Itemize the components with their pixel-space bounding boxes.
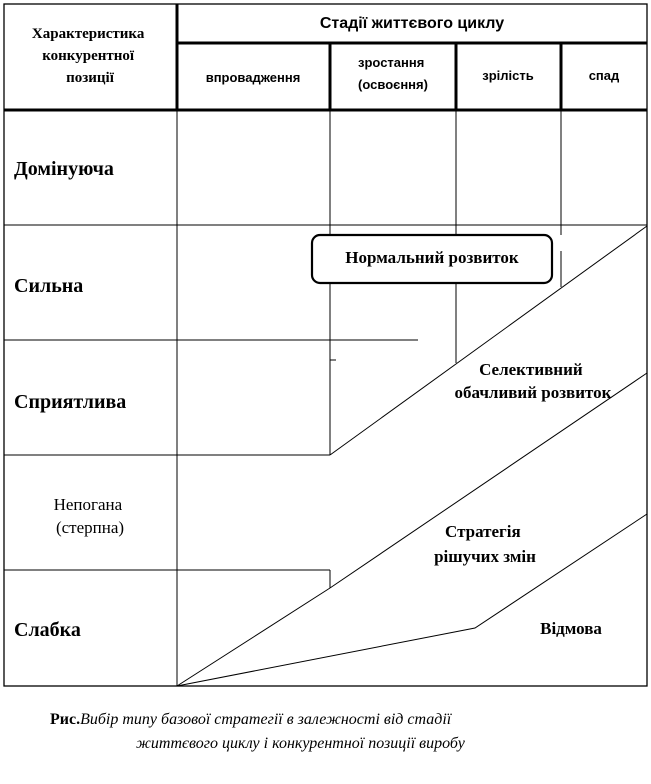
refusal-label: Відмова bbox=[540, 619, 602, 638]
stage-label-growth-line-2: (освоєння) bbox=[358, 77, 428, 92]
selective-region-edge bbox=[329, 359, 336, 455]
position-label-tenable-line-1: Непогана bbox=[54, 495, 123, 514]
stage-label-decline: спад bbox=[589, 68, 620, 83]
normal-selective-boundary bbox=[329, 225, 648, 456]
decisive-changes-line-2: рішучих змін bbox=[434, 547, 536, 566]
selective-development-label: Селективний обачливий розвиток bbox=[455, 360, 612, 402]
decisive-changes-line-1: Стратегія bbox=[445, 522, 521, 541]
stage-label-growth-line-1: зростання bbox=[358, 55, 424, 70]
position-label-strong: Сильна bbox=[14, 275, 83, 297]
region-boundaries bbox=[176, 225, 648, 687]
position-label-tenable: Непогана (стерпна) bbox=[54, 495, 127, 537]
position-label-dominant: Домінуюча bbox=[14, 158, 114, 180]
row-header-title: Характеристика конкурентної позиції bbox=[32, 26, 148, 86]
normal-development-label: Нормальний розвиток bbox=[345, 248, 519, 267]
decisive-refusal-boundary bbox=[176, 513, 648, 687]
caption-text-1: Вибір типу базової стратегії в залежност… bbox=[80, 711, 452, 728]
row-header-line-1: Характеристика bbox=[32, 26, 145, 42]
selective-decisive-boundary bbox=[329, 372, 648, 589]
decisive-lower-boundary bbox=[176, 587, 331, 687]
grid-lines bbox=[4, 110, 647, 686]
stage-label-growth: зростання (освоєння) bbox=[358, 55, 428, 92]
position-label-tenable-line-2: (стерпна) bbox=[56, 518, 124, 537]
strategy-matrix-diagram: Нормальний розвиток Характеристика конку… bbox=[3, 3, 648, 687]
caption-text-2: життєвого циклу і конкурентної позиції в… bbox=[136, 735, 465, 752]
stage-label-maturity: зрілість bbox=[482, 68, 533, 83]
row-header-line-2: конкурентної bbox=[42, 48, 135, 64]
stages-title: Стадії життєвого циклу bbox=[320, 15, 504, 32]
stage-label-introduction: впровадження bbox=[206, 70, 301, 85]
normal-development-box bbox=[310, 233, 554, 285]
caption-prefix: Рис. bbox=[50, 711, 81, 728]
matrix-frame bbox=[3, 3, 648, 687]
position-label-favorable: Сприятлива bbox=[14, 391, 126, 413]
row-header-line-3: позиції bbox=[66, 70, 115, 86]
caption-line-1: Рис.Вибір типу базової стратегії в залеж… bbox=[0, 708, 651, 732]
selective-development-line-1: Селективний bbox=[479, 360, 583, 379]
caption-line-2: життєвого циклу і конкурентної позиції в… bbox=[0, 732, 651, 756]
selective-development-line-2: обачливий розвиток bbox=[455, 383, 612, 402]
position-label-weak: Слабка bbox=[14, 619, 81, 641]
figure-caption: Рис.Вибір типу базової стратегії в залеж… bbox=[0, 708, 651, 756]
decisive-changes-label: Стратегія рішучих змін bbox=[434, 522, 536, 566]
